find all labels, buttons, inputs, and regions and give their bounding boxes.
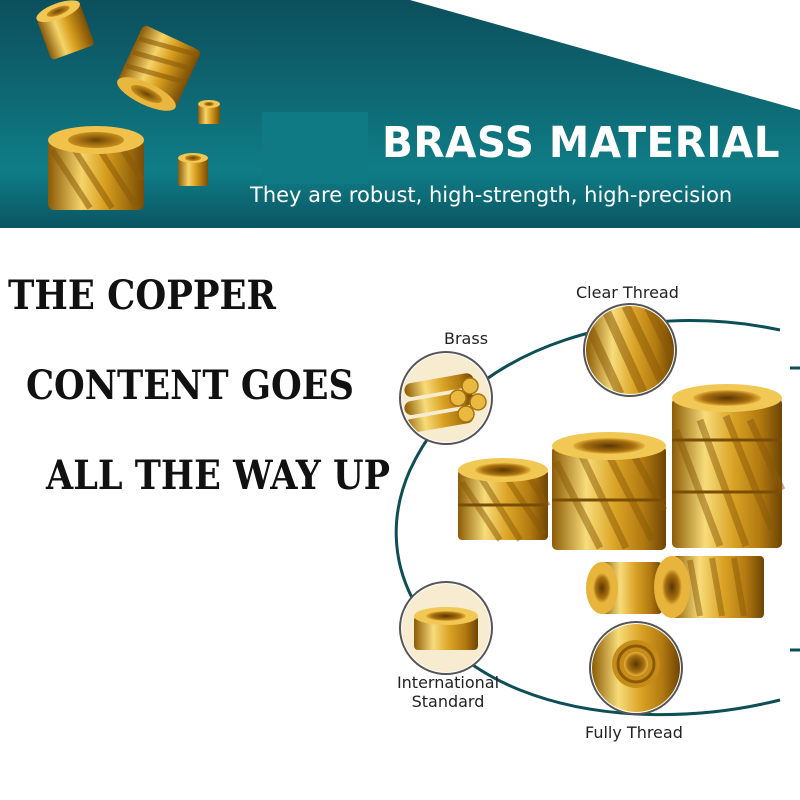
international-label-line-1: International bbox=[396, 673, 500, 692]
insert-stack-left bbox=[458, 458, 551, 542]
insert-stack-middle bbox=[552, 432, 668, 550]
callout-clear-thread-image bbox=[583, 303, 677, 397]
headline-line-2: CONTENT GOES bbox=[26, 362, 354, 409]
headline-line-1: THE COPPER bbox=[8, 272, 276, 319]
international-label-line-2: Standard bbox=[411, 692, 485, 711]
callout-brass-label: Brass bbox=[444, 329, 489, 348]
header-banner: BRASS MATERIAL They are robust, high-str… bbox=[0, 0, 800, 228]
banner-inserts-image bbox=[36, 0, 220, 210]
callout-fully-thread-image bbox=[589, 621, 683, 715]
callout-clear-thread-label: Clear Thread bbox=[576, 283, 679, 302]
callout-brass-image bbox=[399, 351, 493, 445]
banner-subtitle: They are robust, high-strength, high-pre… bbox=[250, 183, 733, 207]
insert-lying-left bbox=[586, 562, 662, 614]
insert-stack-right bbox=[672, 384, 786, 548]
callout-international-standard-image bbox=[399, 581, 493, 675]
callout-fully-thread-label: Fully Thread bbox=[585, 723, 683, 742]
banner-accent-block bbox=[262, 112, 368, 184]
headline-line-3: ALL THE WAY UP bbox=[46, 452, 390, 499]
insert-lying-right bbox=[654, 556, 764, 618]
callout-international-standard-label: International Standard bbox=[392, 673, 504, 711]
banner-title: BRASS MATERIAL bbox=[382, 118, 780, 168]
